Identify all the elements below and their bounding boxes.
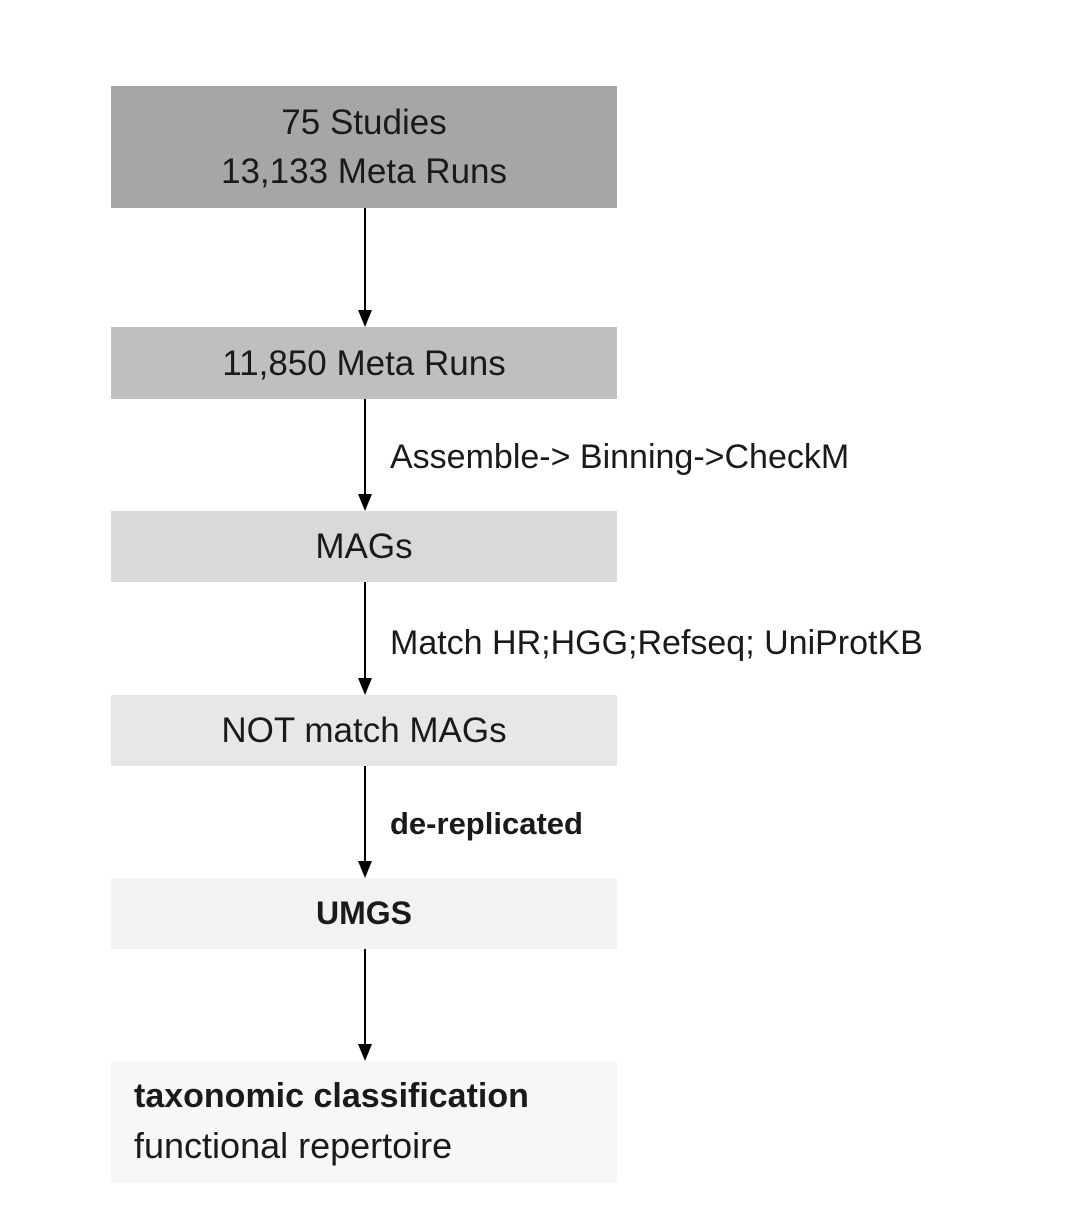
- flow-box-umgs: UMGS: [111, 878, 617, 949]
- flow-box-text: 13,133 Meta Runs: [220, 152, 507, 191]
- flow-arrow: [355, 208, 375, 327]
- flow-box-studies: 75 Studies 13,133 Meta Runs: [111, 86, 617, 208]
- step-label-match: Match HR;HGG;Refseq; UniProtKB: [390, 624, 923, 662]
- step-label-dereplicated: de-replicated: [390, 806, 583, 841]
- flow-arrow: [355, 582, 375, 695]
- flow-box-text: 11,850 Meta Runs: [222, 343, 506, 383]
- flow-arrow: [355, 949, 375, 1061]
- flow-arrow: [355, 766, 375, 878]
- flow-box-mags: MAGs: [111, 511, 617, 582]
- flow-box-text: NOT match MAGs: [221, 711, 507, 750]
- flow-box-text: UMGS: [316, 895, 412, 931]
- flow-box-text: MAGs: [315, 527, 413, 566]
- flow-arrow: [355, 399, 375, 511]
- step-label-assemble: Assemble-> Binning->CheckM: [390, 438, 850, 476]
- flow-box-text: 75 Studies: [281, 103, 447, 142]
- flow-box-text: taxonomic classification: [134, 1077, 529, 1115]
- flow-box-classification: taxonomic classification functional repe…: [111, 1061, 617, 1183]
- flow-box-meta-runs: 11,850 Meta Runs: [111, 327, 617, 399]
- flow-box-not-match-mags: NOT match MAGs: [111, 695, 617, 766]
- flow-box-text: functional repertoire: [134, 1125, 453, 1166]
